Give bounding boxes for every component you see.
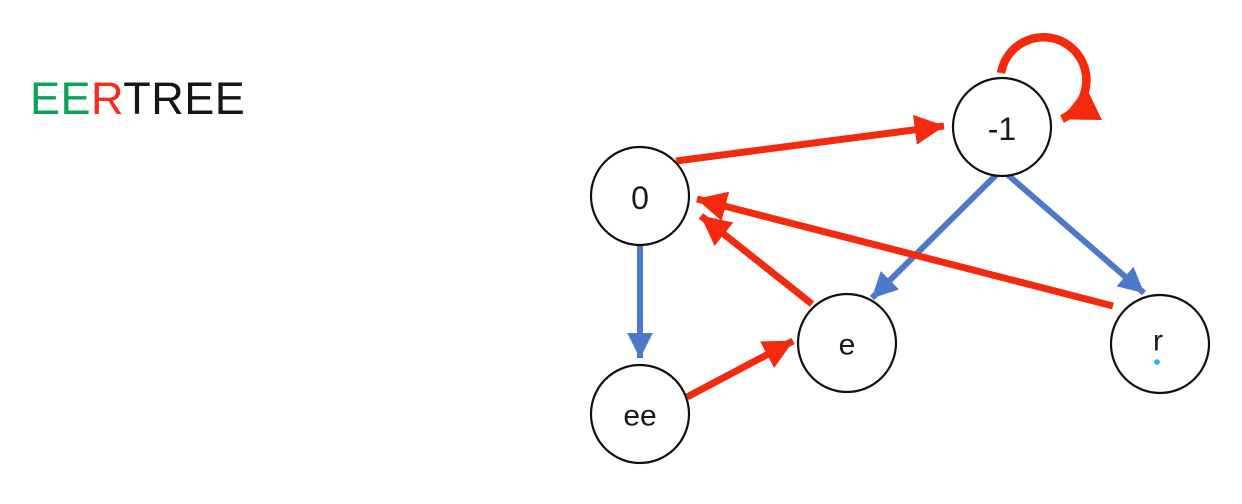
edge-r-to-0 [696,191,1114,310]
node-e-label: e [839,329,856,362]
node-r-circle [1109,293,1211,395]
node-neg1: -1 [951,76,1053,178]
title-part-black: TREE [123,73,246,124]
node-e: e [796,292,898,394]
node-0-circle [589,145,691,247]
node-ee-circle [589,363,691,465]
page-title: EERTREE [30,76,245,121]
text-cursor-dot [1154,359,1160,365]
title-part-green: EE [30,73,92,124]
edge-neg1-to-e [869,172,999,301]
node-0: 0 [589,145,691,247]
node-r: r [1109,293,1211,395]
edge-neg1-to-r [1006,172,1146,296]
node-r-label: r [1153,325,1163,358]
edge-neg1-self-loop [996,33,1103,123]
node-0-label: 0 [631,180,649,216]
node-ee: ee [589,363,691,465]
edge-0-to-neg1 [675,114,945,165]
node-e-circle [796,292,898,394]
edge-e-to-0 [698,213,815,307]
title-part-red: R [91,73,124,124]
node-ee-label: ee [623,400,656,433]
edge-ee-to-e [685,337,795,401]
node-neg1-label: -1 [988,111,1016,147]
node-neg1-circle [951,76,1053,178]
